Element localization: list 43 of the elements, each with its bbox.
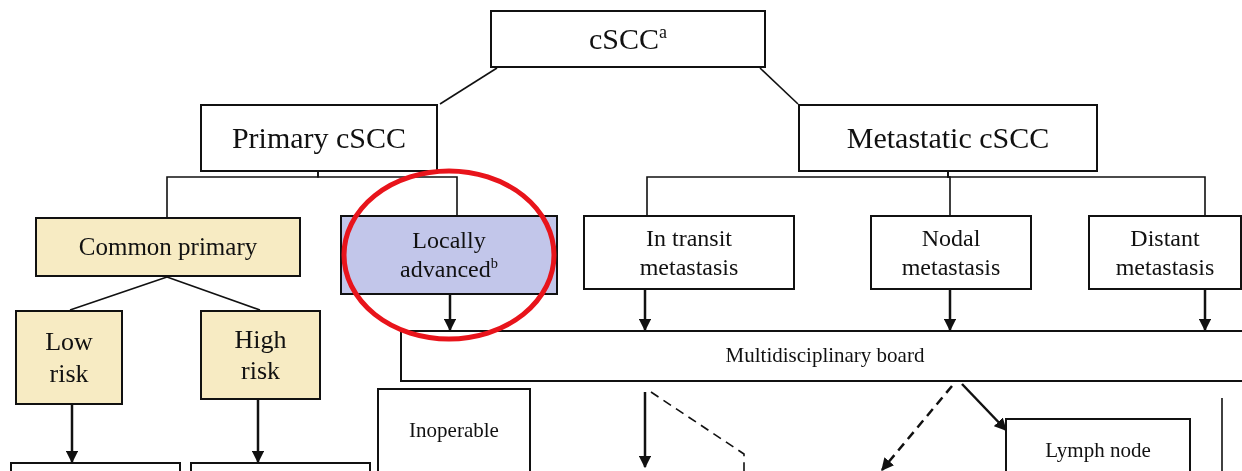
connector-line [317, 171, 458, 216]
node-label: Common primary [78, 232, 258, 262]
node-label: Lymph node [1045, 438, 1151, 464]
category-box [1088, 215, 1242, 290]
connector-line [1221, 397, 1223, 471]
node-label: Low risk [44, 326, 94, 389]
connector-line [69, 276, 168, 311]
node-label: cSCC$^{a}$ [589, 21, 667, 57]
board-box [400, 330, 1242, 382]
arrow [638, 290, 652, 332]
node-label: Inoperable [409, 418, 499, 444]
category-box [490, 10, 766, 68]
connector-line [759, 67, 799, 105]
node-label: Nodal metastasis [900, 223, 1002, 282]
node-label: Locally advanced$^{b}$ [399, 226, 499, 284]
arrow [943, 290, 957, 332]
node-label: Multidisciplinary board [725, 343, 925, 369]
node-label: In transit metastasis [638, 223, 740, 282]
arrow [65, 405, 79, 464]
connector-line [166, 276, 261, 311]
arrow [1198, 290, 1212, 332]
node-label: Metastatic cSCC [846, 120, 1050, 156]
node-label: Distant metastasis [1114, 223, 1216, 282]
category-box [15, 310, 123, 405]
arrow [443, 295, 457, 332]
connector-line [439, 67, 498, 105]
arrow [251, 400, 265, 464]
category-box [340, 215, 558, 295]
category-box [35, 217, 301, 277]
node-label: High risk [233, 323, 288, 387]
category-box [200, 104, 438, 172]
category-box [200, 310, 321, 400]
arrow [961, 383, 1007, 431]
category-box [377, 388, 531, 471]
arrow [881, 385, 953, 471]
category-box [1005, 418, 1191, 471]
node-label: Primary cSCC [231, 120, 407, 156]
arrow [638, 392, 652, 469]
category-box [798, 104, 1098, 172]
category-box [870, 215, 1032, 290]
connector-line [947, 171, 1206, 216]
category-box [583, 215, 795, 290]
connector-line [650, 391, 745, 471]
